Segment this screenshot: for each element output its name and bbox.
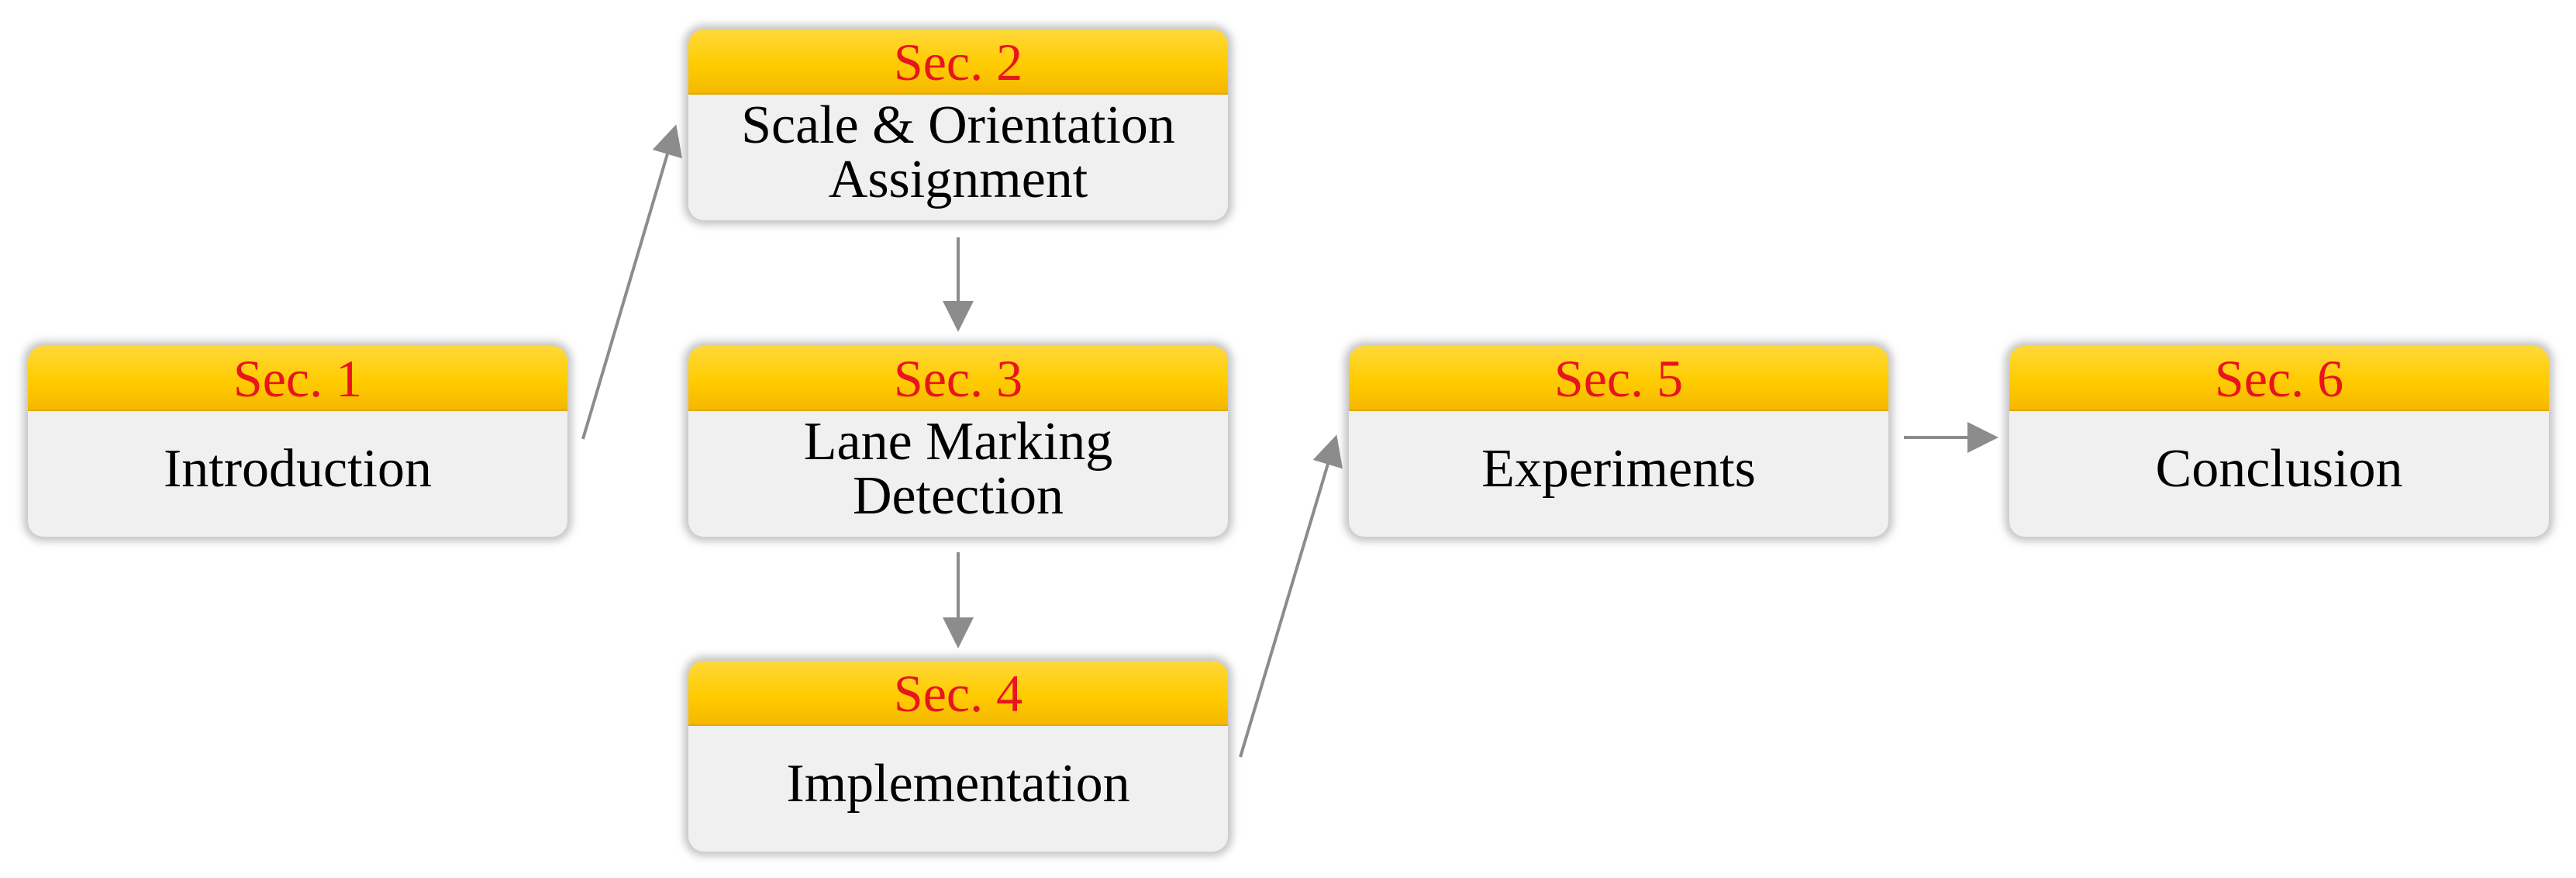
- section-body: Experiments: [1349, 411, 1888, 537]
- section-number-label: Sec. 1: [233, 349, 363, 408]
- section-title: Experiments: [1481, 439, 1756, 499]
- section-header: Sec. 4: [688, 661, 1228, 726]
- section-body: Introduction: [28, 411, 567, 537]
- section-body: Conclusion: [2009, 411, 2549, 537]
- section-box-lane-marking-detection: Sec. 3 Lane Marking Detection: [688, 346, 1228, 537]
- section-header: Sec. 2: [688, 29, 1228, 95]
- section-header: Sec. 1: [28, 346, 567, 411]
- section-title: Scale & Orientation Assignment: [741, 95, 1175, 209]
- section-number-label: Sec. 3: [893, 349, 1023, 408]
- section-body: Lane Marking Detection: [688, 411, 1228, 537]
- section-body: Scale & Orientation Assignment: [688, 95, 1228, 220]
- section-header: Sec. 5: [1349, 346, 1888, 411]
- section-body: Implementation: [688, 726, 1228, 852]
- section-header: Sec. 3: [688, 346, 1228, 411]
- section-box-scale-orientation: Sec. 2 Scale & Orientation Assignment: [688, 29, 1228, 220]
- section-number-label: Sec. 4: [893, 664, 1023, 723]
- section-number-label: Sec. 2: [893, 33, 1023, 92]
- section-title: Lane Marking Detection: [803, 412, 1113, 526]
- arrow-sec4-to-sec5: [1239, 434, 1343, 758]
- section-number-label: Sec. 5: [1554, 349, 1684, 408]
- arrow-sec1-to-sec2: [581, 124, 683, 440]
- section-title: Implementation: [786, 754, 1130, 814]
- section-box-experiments: Sec. 5 Experiments: [1349, 346, 1888, 537]
- section-box-implementation: Sec. 4 Implementation: [688, 661, 1228, 852]
- section-header: Sec. 6: [2009, 346, 2549, 411]
- section-title: Introduction: [163, 439, 433, 499]
- section-box-conclusion: Sec. 6 Conclusion: [2009, 346, 2549, 537]
- section-number-label: Sec. 6: [2214, 349, 2344, 408]
- section-title: Conclusion: [2155, 439, 2403, 499]
- section-box-introduction: Sec. 1 Introduction: [28, 346, 567, 537]
